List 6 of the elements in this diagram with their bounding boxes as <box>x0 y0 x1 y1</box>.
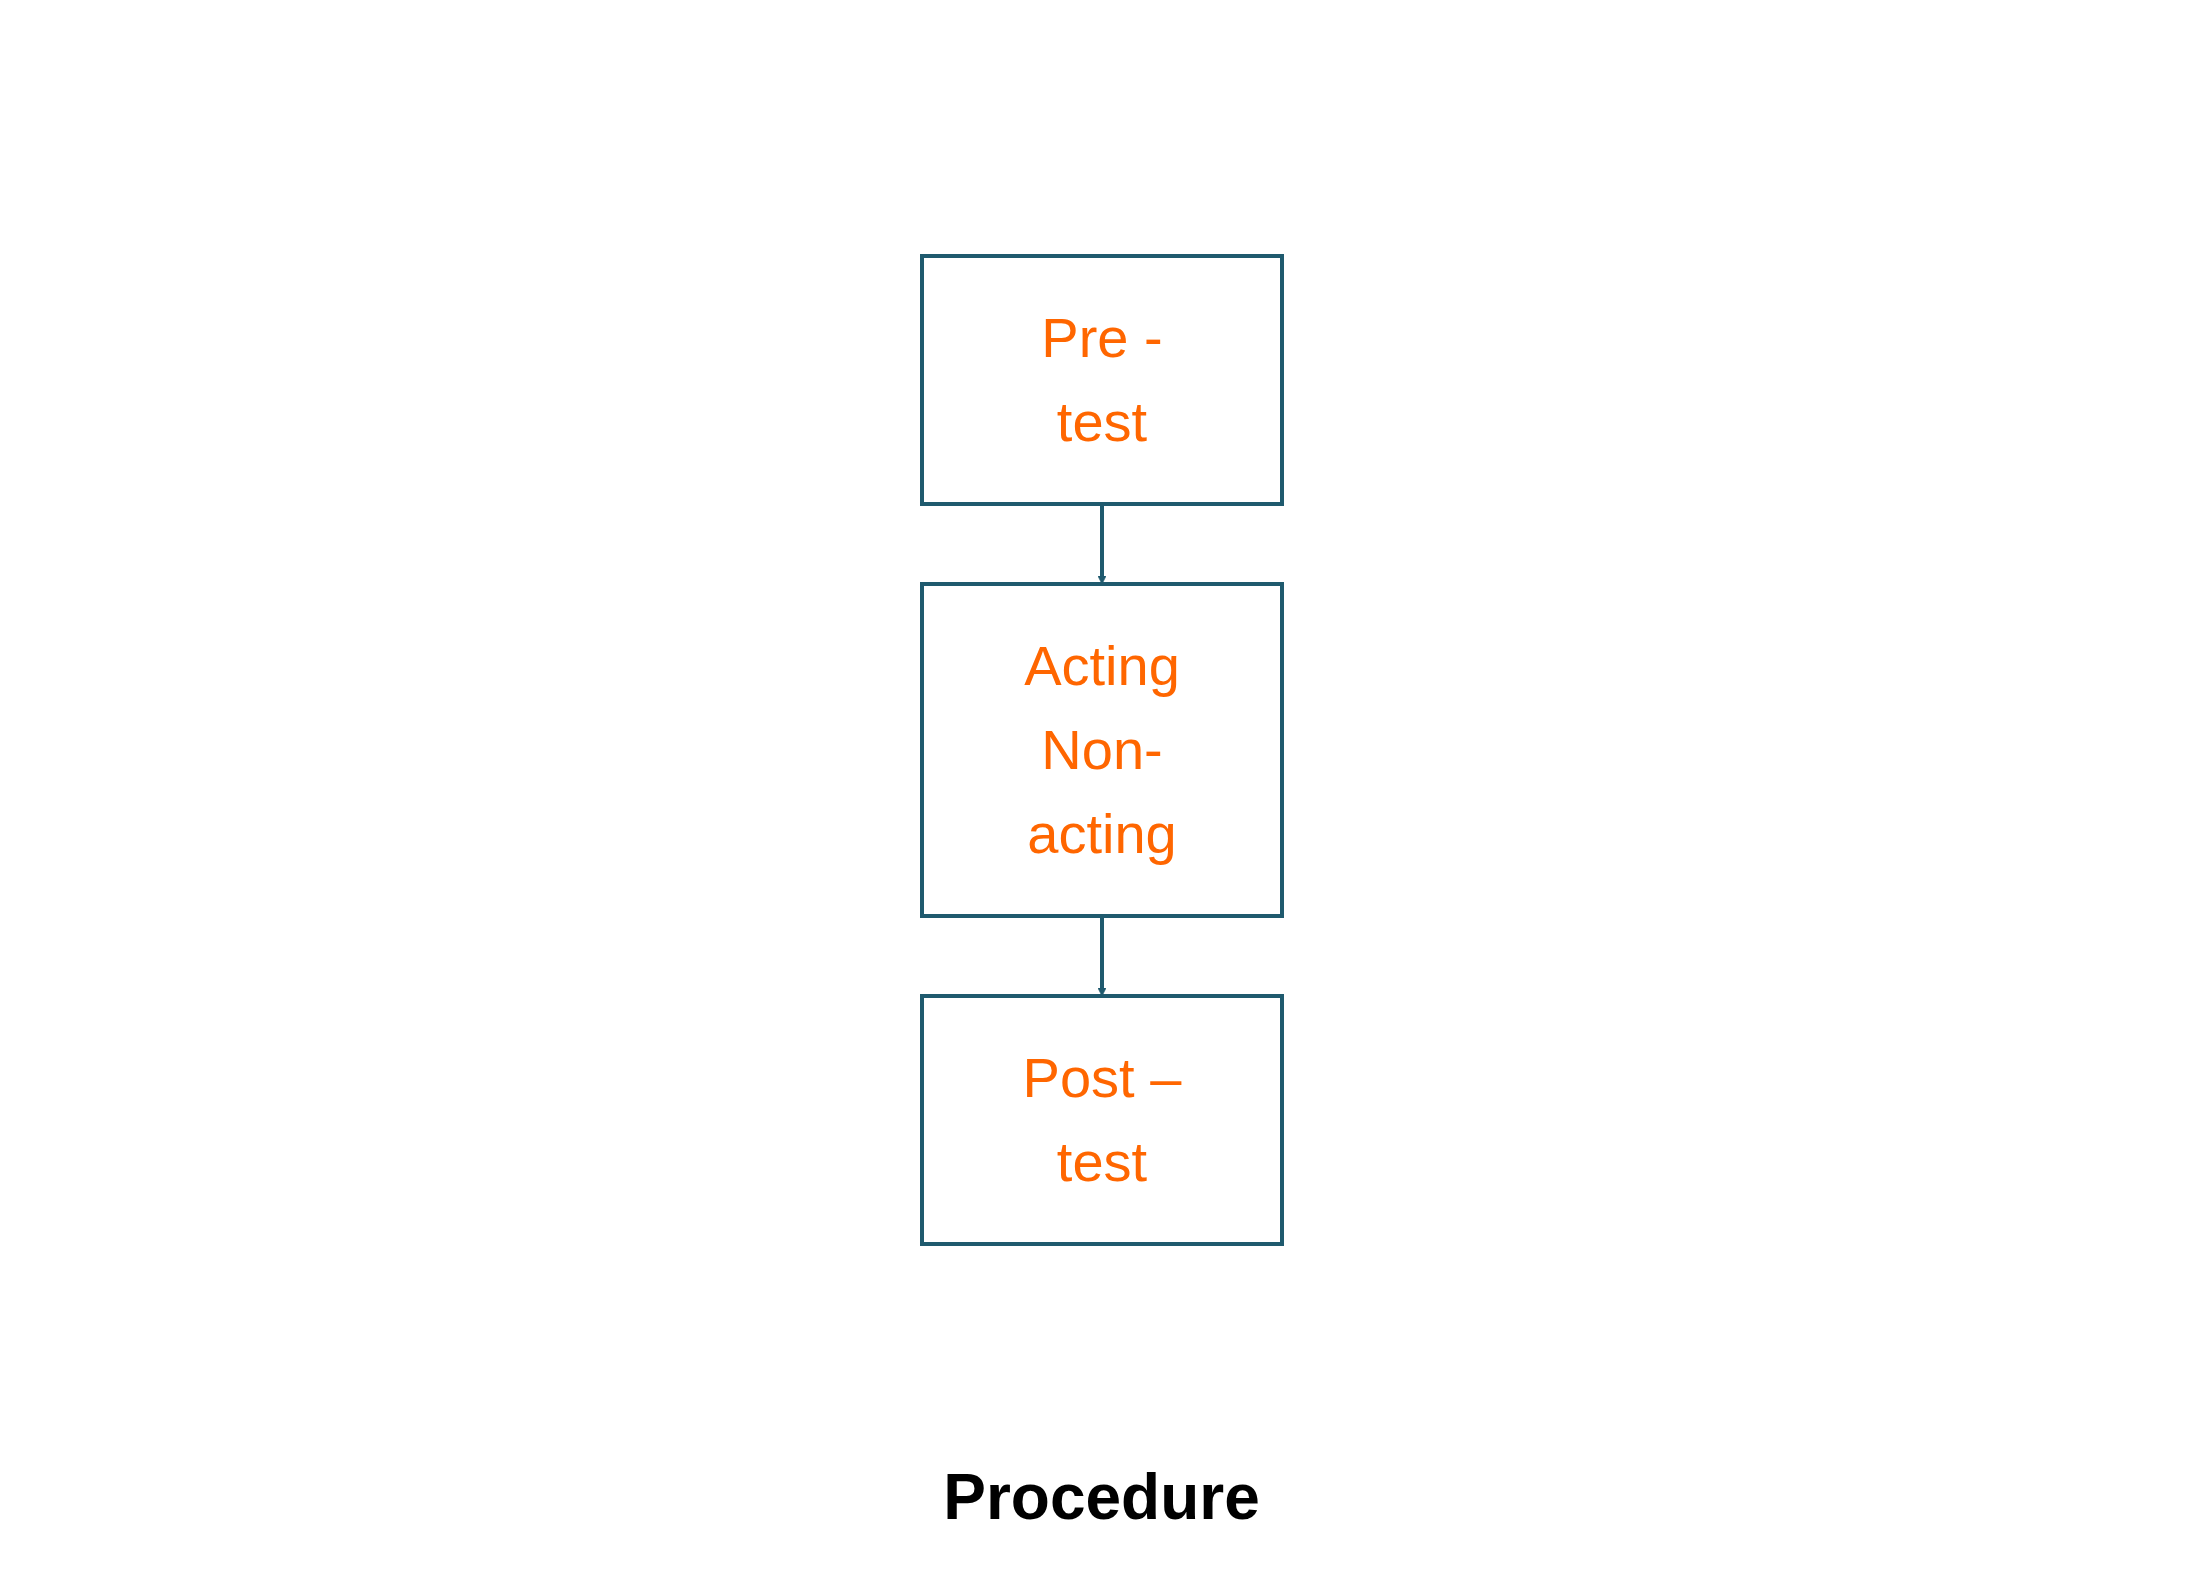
arrow <box>1097 503 1106 584</box>
node-box: Pre -test <box>919 253 1284 506</box>
caption: Procedure <box>943 1459 1260 1534</box>
node-box: Acting Non-acting <box>919 581 1284 918</box>
node-box: Post –test <box>919 993 1284 1246</box>
arrow <box>1097 915 1106 996</box>
